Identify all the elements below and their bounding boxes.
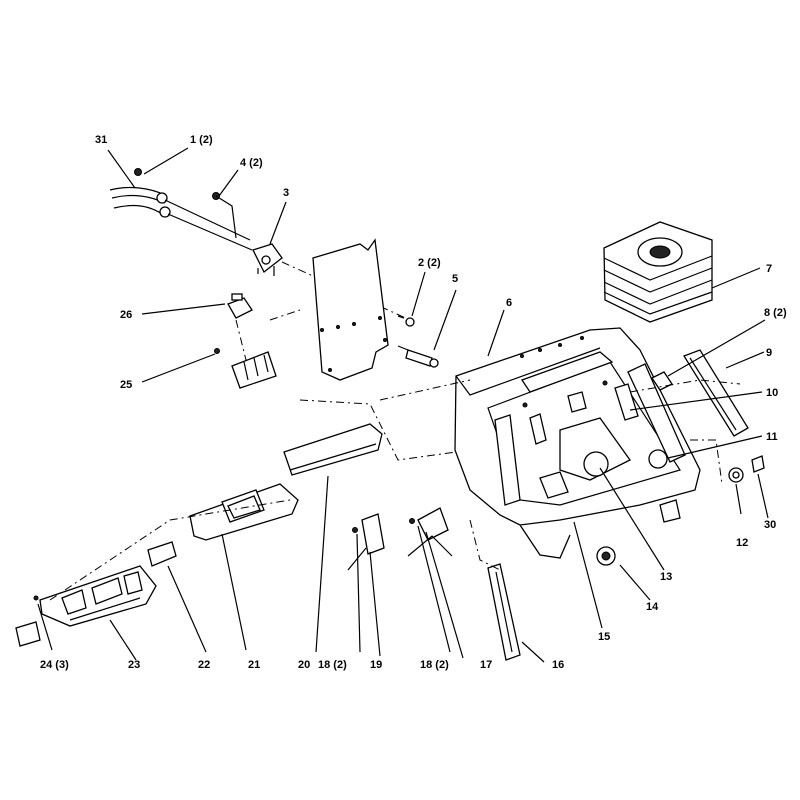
- connector-25: [214, 348, 277, 389]
- console-housing-6: [454, 327, 701, 559]
- cover-20: [283, 423, 383, 476]
- callout-8: 8 (2): [764, 307, 787, 319]
- callout-25: 25: [120, 379, 132, 391]
- callout-13: 13: [660, 571, 672, 583]
- callout-9: 9: [766, 347, 772, 359]
- button-22: [147, 541, 177, 567]
- callout-17: 17: [480, 659, 492, 671]
- callout-20: 20: [298, 659, 310, 671]
- callout-16: 16: [552, 659, 564, 671]
- callout-11: 11: [766, 431, 778, 443]
- callout-7: 7: [766, 263, 772, 275]
- lamp-24: [15, 595, 41, 647]
- screw-2: [397, 315, 415, 327]
- callout-19: 19: [370, 659, 382, 671]
- callout-26: 26: [120, 309, 132, 321]
- callout-18-left: 18 (2): [318, 659, 347, 671]
- wire-harness: [109, 186, 253, 251]
- callout-15: 15: [598, 631, 610, 643]
- bolt-1: [134, 168, 142, 176]
- leader-lines: [37, 147, 769, 663]
- switch-5: [397, 345, 439, 368]
- callout-12: 12: [736, 537, 748, 549]
- switch-3: [252, 243, 283, 276]
- relay-26: [227, 293, 253, 319]
- callout-21: 21: [248, 659, 260, 671]
- callout-22: 22: [198, 659, 210, 671]
- hinge-17: [407, 507, 453, 557]
- clip-30: [751, 455, 765, 473]
- callout-3: 3: [283, 187, 289, 199]
- bezel-21: [189, 483, 299, 541]
- callout-2: 2 (2): [418, 257, 441, 269]
- callout-31: 31: [95, 134, 107, 146]
- callout-4: 4 (2): [240, 157, 263, 169]
- callout-23: 23: [128, 659, 140, 671]
- callout-1: 1 (2): [190, 134, 213, 146]
- hinge-19: [347, 513, 385, 571]
- trim-strip-9: [683, 349, 749, 437]
- panel-23: [39, 565, 157, 627]
- callout-14: 14: [646, 601, 659, 613]
- callout-30: 30: [764, 519, 776, 531]
- shift-boot-7: [603, 221, 713, 323]
- knob-14: [596, 546, 616, 566]
- callout-labels: 31 1 (2) 4 (2) 3 26 25 2 (2) 5 6 7 8 (2)…: [40, 134, 787, 671]
- callout-6: 6: [506, 297, 512, 309]
- callout-18-right: 18 (2): [420, 659, 449, 671]
- mounting-bracket: [312, 238, 389, 381]
- callout-10: 10: [766, 387, 778, 399]
- cap-12: [728, 467, 744, 483]
- callout-5: 5: [452, 273, 458, 285]
- callout-24: 24 (3): [40, 659, 69, 671]
- trim-16: [487, 563, 521, 661]
